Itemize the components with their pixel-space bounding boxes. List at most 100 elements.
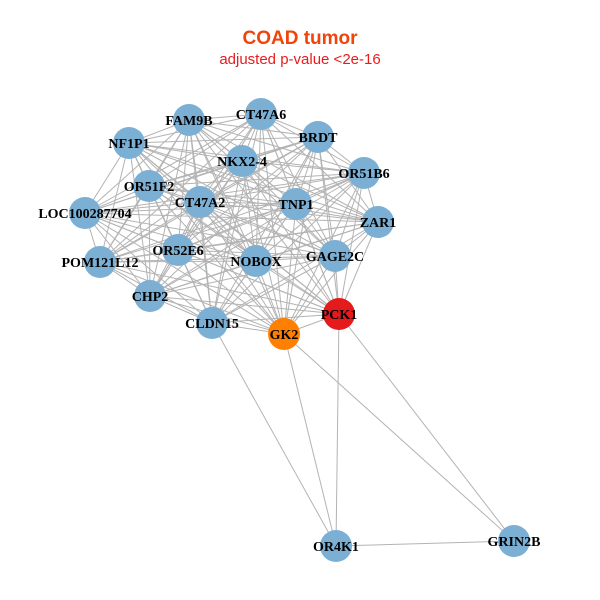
node-label: POM121L12 xyxy=(62,256,139,271)
node-circle[interactable] xyxy=(245,98,277,130)
node-circle[interactable] xyxy=(173,104,205,136)
edge-TNP1-GK2 xyxy=(283,203,297,335)
edge-CT47A6-POM121L12 xyxy=(99,113,262,263)
edge-GAGE2C-CLDN15 xyxy=(211,255,336,324)
edge-CHP2-PCK1 xyxy=(149,295,340,315)
node-circle[interactable] xyxy=(362,206,394,238)
node-tnp1[interactable]: TNP1 xyxy=(279,188,314,220)
node-label: GK2 xyxy=(270,328,299,343)
edge-NF1P1-BRDT xyxy=(128,136,319,144)
node-or4k1[interactable]: OR4K1 xyxy=(313,530,359,562)
edge-NKX2-4-OR51B6 xyxy=(241,160,365,174)
edge-OR51F2-PCK1 xyxy=(148,185,340,315)
edge-NF1P1-NKX2-4 xyxy=(128,142,243,162)
edge-CT47A2-TNP1 xyxy=(199,201,297,205)
edge-POM121L12-GK2 xyxy=(99,261,285,335)
node-label: CT47A2 xyxy=(175,196,226,211)
edge-TNP1-CHP2 xyxy=(149,203,297,297)
edge-PCK1-GRIN2B xyxy=(338,313,515,542)
node-circle[interactable] xyxy=(302,121,334,153)
node-label: GAGE2C xyxy=(306,250,364,265)
edge-OR51F2-GK2 xyxy=(148,185,285,335)
node-label: CHP2 xyxy=(132,290,169,305)
node-grin2b[interactable]: GRIN2B xyxy=(488,525,541,557)
edge-OR51F2-CHP2 xyxy=(148,185,151,297)
node-nkx2-4[interactable]: NKX2-4 xyxy=(217,145,267,177)
edge-GAGE2C-CHP2 xyxy=(149,255,336,297)
node-fam9b[interactable]: FAM9B xyxy=(165,104,213,136)
edge-CT47A2-CLDN15 xyxy=(199,201,213,324)
node-brdt[interactable]: BRDT xyxy=(299,121,339,153)
edge-ZAR1-CLDN15 xyxy=(211,221,379,324)
node-circle[interactable] xyxy=(69,197,101,229)
node-zar1[interactable]: ZAR1 xyxy=(360,206,397,238)
node-or51b6[interactable]: OR51B6 xyxy=(338,157,390,189)
node-circle[interactable] xyxy=(323,298,355,330)
node-loc100287704[interactable]: LOC100287704 xyxy=(38,197,132,229)
node-label: PCK1 xyxy=(321,308,358,323)
node-circle[interactable] xyxy=(498,525,530,557)
node-nobox[interactable]: NOBOX xyxy=(230,245,282,277)
edge-OR51B6-CT47A2 xyxy=(199,172,365,203)
edge-CT47A2-LOC100287704 xyxy=(84,201,201,214)
edge-TNP1-POM121L12 xyxy=(99,203,297,263)
node-gage2c[interactable]: GAGE2C xyxy=(306,240,364,272)
edge-NF1P1-CHP2 xyxy=(128,142,151,297)
node-circle[interactable] xyxy=(240,245,272,277)
edge-GK2-OR4K1 xyxy=(283,333,337,547)
node-circle[interactable] xyxy=(320,530,352,562)
node-cldn15[interactable]: CLDN15 xyxy=(185,307,239,339)
node-circle[interactable] xyxy=(196,307,228,339)
edge-CLDN15-PCK1 xyxy=(211,313,340,324)
edge-OR52E6-PCK1 xyxy=(177,249,340,315)
edge-LOC100287704-CLDN15 xyxy=(84,212,213,324)
edge-FAM9B-OR51B6 xyxy=(188,119,365,174)
node-circle[interactable] xyxy=(134,280,166,312)
edge-NKX2-4-NOBOX xyxy=(241,160,257,262)
node-circle[interactable] xyxy=(268,318,300,350)
node-chp2[interactable]: CHP2 xyxy=(132,280,169,312)
node-label: OR51B6 xyxy=(338,167,389,182)
node-label: FAM9B xyxy=(165,114,212,129)
node-or51f2[interactable]: OR51F2 xyxy=(124,170,175,202)
node-ct47a2[interactable]: CT47A2 xyxy=(175,186,226,218)
edge-OR51F2-ZAR1 xyxy=(148,185,379,223)
edge-ZAR1-GK2 xyxy=(283,221,379,335)
edge-OR4K1-GRIN2B xyxy=(335,540,515,547)
node-label: CT47A6 xyxy=(236,108,287,123)
node-label: OR51F2 xyxy=(124,180,175,195)
node-circle[interactable] xyxy=(162,234,194,266)
node-label: OR52E6 xyxy=(152,244,203,259)
edge-NF1P1-ZAR1 xyxy=(128,142,379,223)
node-or52e6[interactable]: OR52E6 xyxy=(152,234,204,266)
chart-title: COAD tumor xyxy=(242,28,358,49)
chart-subtitle: adjusted p-value <2e-16 xyxy=(219,51,381,68)
node-gk2[interactable]: GK2 xyxy=(268,318,300,350)
node-circle[interactable] xyxy=(280,188,312,220)
edge-NF1P1-TNP1 xyxy=(128,142,297,205)
node-pom121l12[interactable]: POM121L12 xyxy=(62,246,139,278)
node-circle[interactable] xyxy=(348,157,380,189)
node-label: TNP1 xyxy=(279,198,314,213)
edge-NKX2-4-CLDN15 xyxy=(211,160,243,324)
edge-CLDN15-OR4K1 xyxy=(211,322,337,547)
node-circle[interactable] xyxy=(184,186,216,218)
node-circle[interactable] xyxy=(84,246,116,278)
node-circle[interactable] xyxy=(113,127,145,159)
node-circle[interactable] xyxy=(226,145,258,177)
node-circle[interactable] xyxy=(133,170,165,202)
edge-FAM9B-LOC100287704 xyxy=(84,119,190,214)
edge-OR51F2-TNP1 xyxy=(148,185,297,205)
node-circle[interactable] xyxy=(319,240,351,272)
edge-OR51F2-GAGE2C xyxy=(148,185,336,257)
edge-ZAR1-PCK1 xyxy=(338,221,379,315)
edge-NOBOX-CHP2 xyxy=(149,260,257,297)
node-pck1[interactable]: PCK1 xyxy=(321,298,358,330)
node-ct47a6[interactable]: CT47A6 xyxy=(236,98,287,130)
node-nf1p1[interactable]: NF1P1 xyxy=(108,127,150,159)
edge-LOC100287704-ZAR1 xyxy=(84,212,379,223)
edge-OR51B6-CHP2 xyxy=(149,172,365,297)
edge-LOC100287704-CHP2 xyxy=(84,212,151,297)
